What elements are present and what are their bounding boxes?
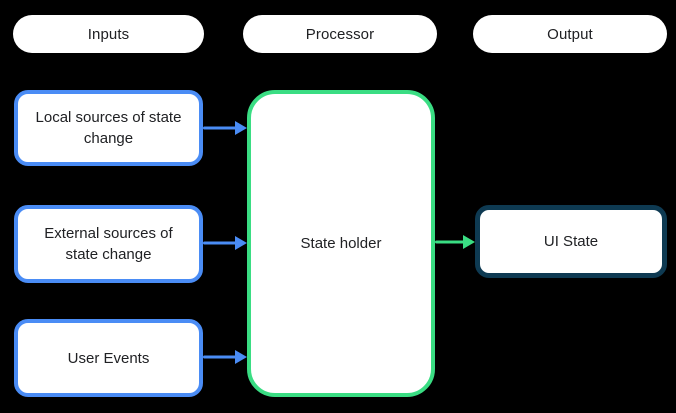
arrow-user-events-to-state-holder: [203, 350, 247, 364]
column-header-inputs-label: Inputs: [87, 25, 130, 43]
column-header-processor-label: Processor: [305, 25, 375, 43]
node-ui-state-label: UI State: [543, 233, 599, 250]
column-header-output: Output: [473, 15, 667, 53]
arrow-shaft: [203, 355, 238, 359]
arrow-head-icon: [235, 350, 247, 364]
node-ui-state: UI State: [475, 205, 667, 278]
node-state-holder-label: State holder: [300, 235, 382, 252]
arrow-shaft: [435, 240, 466, 244]
node-local-sources-label: Local sources of state change: [35, 109, 182, 147]
arrow-shaft: [203, 126, 238, 130]
node-state-holder: State holder: [247, 90, 435, 397]
arrow-shaft: [203, 241, 238, 245]
column-header-inputs: Inputs: [13, 15, 204, 53]
node-external-sources-label: External sources of state change: [44, 225, 173, 263]
node-user-events: User Events: [14, 319, 203, 397]
arrow-local-sources-to-state-holder: [203, 121, 247, 135]
node-local-sources-of-state-change: Local sources of state change: [14, 90, 203, 166]
column-header-output-label: Output: [547, 25, 593, 43]
arrow-head-icon: [463, 235, 475, 249]
arrow-head-icon: [235, 121, 247, 135]
arrow-head-icon: [235, 236, 247, 250]
arrow-external-sources-to-state-holder: [203, 236, 247, 250]
arrow-state-holder-to-ui-state: [435, 235, 475, 249]
node-external-sources-of-state-change: External sources of state change: [14, 205, 203, 283]
node-user-events-label: User Events: [67, 349, 150, 367]
column-header-processor: Processor: [243, 15, 437, 53]
